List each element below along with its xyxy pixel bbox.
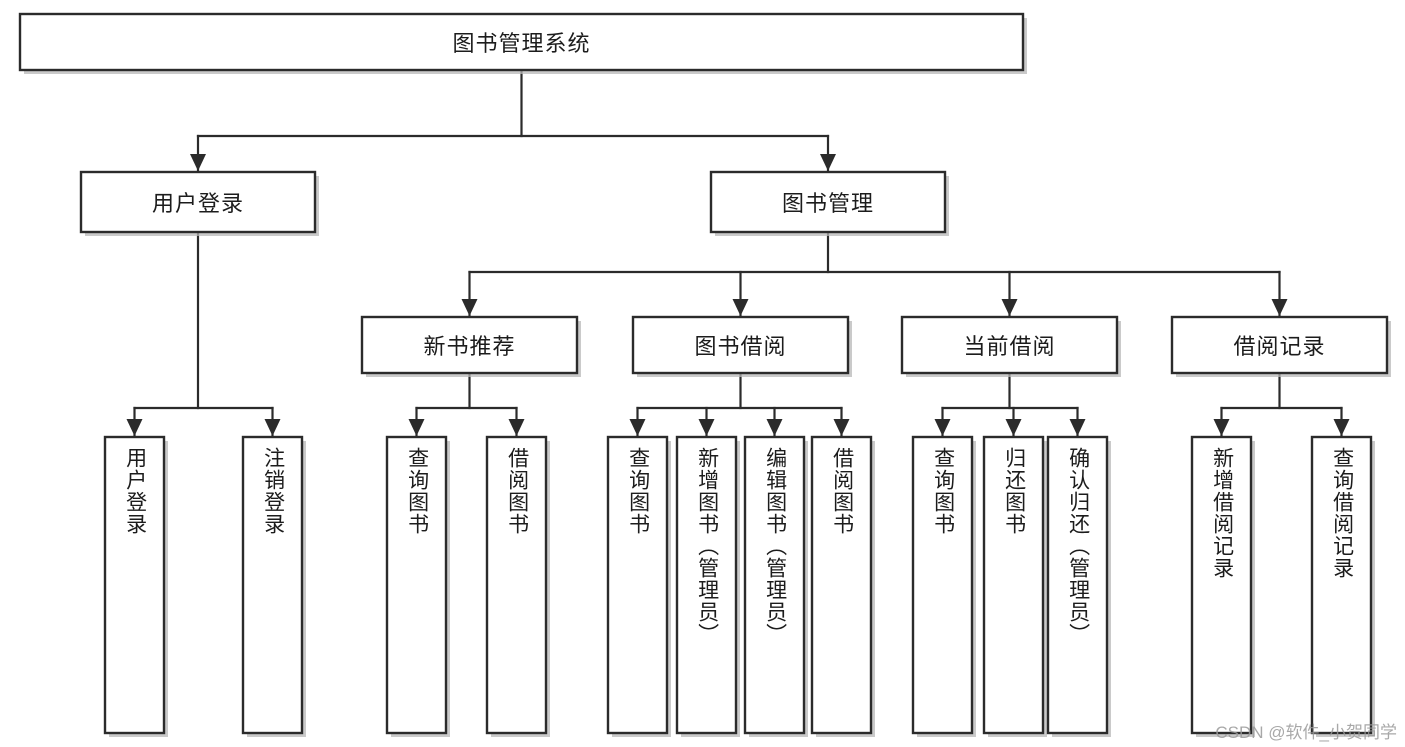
arrow-head-icon	[461, 299, 478, 316]
node-l3-借阅记录[interactable]	[1170, 315, 1391, 377]
node-leaf-确认归还管理员[interactable]	[1046, 435, 1111, 737]
node-leaf-查询图书[interactable]	[911, 435, 976, 737]
arrow-head-icon	[1333, 419, 1350, 436]
node-rect[interactable]	[1170, 315, 1389, 375]
node-leaf-查询图书[interactable]	[606, 435, 671, 737]
node-leaf-编辑图书管理员[interactable]	[743, 435, 808, 737]
node-rect[interactable]	[911, 435, 974, 735]
arrow-head-icon	[1271, 299, 1288, 316]
node-rect[interactable]	[743, 435, 806, 735]
arrow-head-icon	[766, 419, 783, 436]
arrow-head-icon	[190, 154, 206, 171]
node-rect[interactable]	[900, 315, 1119, 375]
node-rect[interactable]	[79, 170, 317, 234]
node-rect[interactable]	[241, 435, 304, 735]
arrow-head-icon	[1005, 419, 1022, 436]
arrow-head-icon	[508, 419, 525, 436]
node-rect[interactable]	[982, 435, 1045, 735]
node-leaf-借阅图书[interactable]	[485, 435, 550, 737]
node-leaf-注销登录[interactable]	[241, 435, 306, 737]
arrow-head-icon	[934, 419, 951, 436]
node-rect[interactable]	[631, 315, 850, 375]
node-l3-当前借阅[interactable]	[900, 315, 1121, 377]
node-rect[interactable]	[485, 435, 548, 735]
arrow-head-icon	[126, 419, 143, 436]
node-rect[interactable]	[1046, 435, 1109, 735]
arrow-head-icon	[1213, 419, 1230, 436]
node-rect[interactable]	[360, 315, 579, 375]
box-layer	[18, 12, 1391, 737]
node-rect[interactable]	[675, 435, 738, 735]
node-leaf-新增图书管理员[interactable]	[675, 435, 740, 737]
arrow-head-icon	[833, 419, 850, 436]
node-leaf-新增借阅记录[interactable]	[1190, 435, 1255, 737]
node-l2-图书管理[interactable]	[709, 170, 949, 236]
node-l2-用户登录[interactable]	[79, 170, 319, 236]
node-rect[interactable]	[709, 170, 947, 234]
node-l3-图书借阅[interactable]	[631, 315, 852, 377]
node-root-图书管理系统[interactable]	[18, 12, 1027, 74]
node-leaf-查询图书[interactable]	[385, 435, 450, 737]
arrow-head-icon	[1001, 299, 1018, 316]
node-leaf-查询借阅记录[interactable]	[1310, 435, 1375, 737]
node-l3-新书推荐[interactable]	[360, 315, 581, 377]
node-rect[interactable]	[385, 435, 448, 735]
node-rect[interactable]	[606, 435, 669, 735]
node-rect[interactable]	[18, 12, 1025, 72]
arrow-head-icon	[408, 419, 425, 436]
arrow-head-icon	[629, 419, 646, 436]
node-leaf-借阅图书[interactable]	[810, 435, 875, 737]
node-rect[interactable]	[103, 435, 166, 735]
node-leaf-用户登录[interactable]	[103, 435, 168, 737]
node-rect[interactable]	[1190, 435, 1253, 735]
connector-layer	[126, 68, 1350, 438]
arrow-head-icon	[1069, 419, 1086, 436]
node-rect[interactable]	[1310, 435, 1373, 735]
node-leaf-归还图书[interactable]	[982, 435, 1047, 737]
arrow-head-icon	[732, 299, 749, 316]
arrow-head-icon	[820, 154, 836, 171]
arrow-head-icon	[264, 419, 281, 436]
node-rect[interactable]	[810, 435, 873, 735]
arrow-head-icon	[698, 419, 715, 436]
